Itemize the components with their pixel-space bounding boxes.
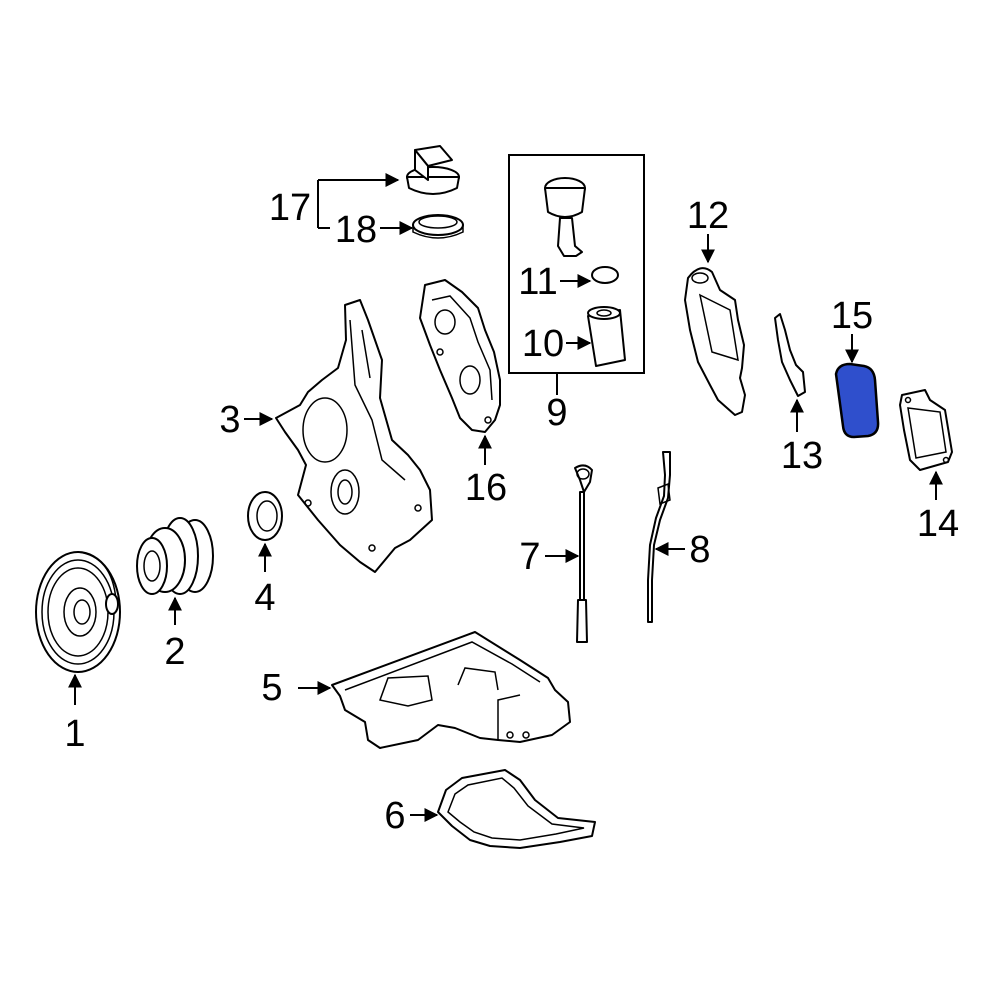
callout-label-6: 6 [384,795,405,837]
part-7-dipstick[interactable] [574,464,593,643]
callout-label-1: 1 [64,713,85,755]
part-3-timing-cover[interactable] [275,299,433,573]
part-11-o-ring[interactable] [591,266,619,284]
part-12-housing[interactable] [684,267,746,416]
part-15-shape [834,362,880,439]
part-1-pulley[interactable] [35,551,121,673]
part-18-cap-seal[interactable] [412,214,464,239]
part-9-filter-cap[interactable] [544,177,586,257]
callout-label-18: 18 [335,209,377,251]
part-13-gasket-strip[interactable] [774,313,806,397]
callout-label-2: 2 [164,631,185,673]
callout-label-9: 9 [546,392,567,434]
callout-label-5: 5 [261,667,282,709]
part-9-group-box [508,154,645,374]
part-14-oil-cooler[interactable] [899,389,953,471]
callout-label-10: 10 [522,323,564,365]
callout-label-8: 8 [689,529,710,571]
part-6-gasket[interactable] [437,769,596,849]
callout-label-3: 3 [219,399,240,441]
part-8-dipstick-tube[interactable] [647,451,671,623]
part-5-oil-pan[interactable] [331,631,571,749]
part-17-filler-cap[interactable] [406,145,460,195]
bracket-17-18 [317,173,414,235]
part-10-filter-element[interactable] [587,306,626,367]
part-15-gasket-highlighted[interactable] [834,362,880,439]
part-4-seal[interactable] [247,491,283,541]
callout-label-11: 11 [518,261,557,303]
callout-label-4: 4 [254,577,275,619]
callout-label-13: 13 [781,435,823,477]
callout-label-17: 17 [269,187,311,229]
callout-label-16: 16 [465,467,507,509]
callout-label-14: 14 [917,503,959,545]
callout-label-15: 15 [831,295,873,337]
part-16-cover-plate[interactable] [419,279,501,433]
part-2-damper[interactable] [136,517,214,595]
callout-label-7: 7 [519,536,540,578]
callout-label-12: 12 [687,195,729,237]
